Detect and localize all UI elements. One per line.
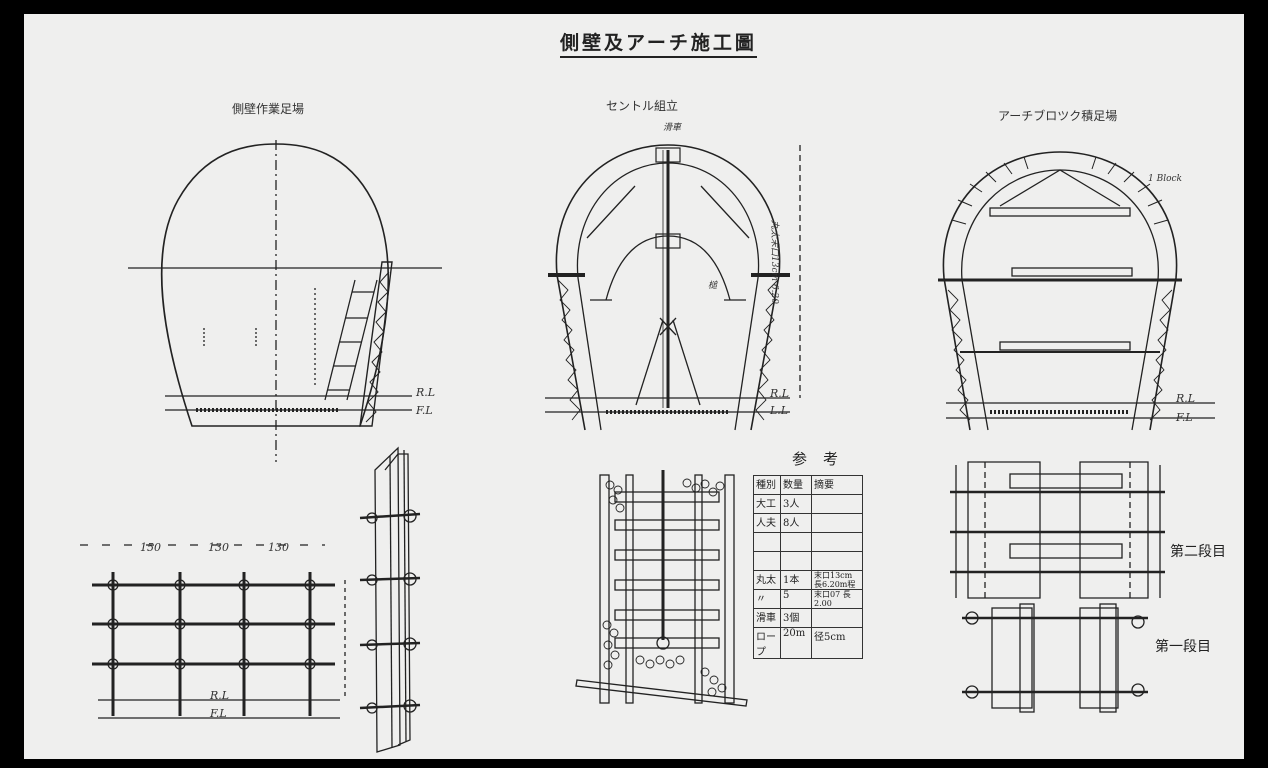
dim-3: 130 bbox=[268, 541, 289, 554]
center-side-note: 槌 bbox=[708, 281, 718, 291]
dim-1: 150 bbox=[140, 541, 161, 554]
center-view-label: セントル組立 bbox=[606, 99, 679, 113]
table-cell: 末口13cm 長6.20m程 bbox=[811, 570, 863, 590]
right-fl-label: F.L bbox=[1176, 411, 1193, 424]
table-row: 〃 5 末口07 長2.00 bbox=[753, 589, 863, 609]
center-top-note: 滑車 bbox=[663, 123, 682, 133]
table-cell: 滑車 bbox=[753, 608, 781, 628]
reference-heading: 参考 bbox=[792, 450, 855, 468]
first-stage-label: 第一段目 bbox=[1155, 639, 1211, 655]
center-rl-label: R.L bbox=[770, 387, 790, 400]
right-view-label: アーチブロツク積足場 bbox=[998, 109, 1118, 123]
table-cell: ロープ bbox=[753, 627, 781, 659]
left-tunnel-section bbox=[128, 140, 442, 462]
scaffold-elevation bbox=[80, 544, 346, 719]
left-view-label: 側壁作業足場 bbox=[232, 102, 305, 116]
table-cell: 大工 bbox=[753, 494, 781, 514]
table-cell bbox=[811, 532, 863, 552]
table-cell bbox=[753, 551, 781, 571]
drawing-title: 側壁及アーチ施工圖 bbox=[560, 34, 757, 58]
table-header-row: 種別 数量 摘要 bbox=[753, 475, 863, 495]
center-tunnel-section bbox=[545, 144, 801, 431]
table-cell: 丸太 bbox=[753, 570, 781, 590]
table-cell bbox=[780, 551, 812, 571]
table-cell: 径5cm bbox=[811, 627, 863, 659]
table-cell bbox=[811, 608, 863, 628]
table-cell bbox=[753, 532, 781, 552]
table-cell: 末口07 長2.00 bbox=[811, 589, 863, 609]
table-row bbox=[753, 532, 863, 552]
table-row: 大工 3人 bbox=[753, 494, 863, 514]
table-header-cell: 種別 bbox=[753, 475, 781, 495]
table-cell bbox=[811, 494, 863, 514]
dim-2: 130 bbox=[208, 541, 229, 554]
table-cell: 20m bbox=[780, 627, 812, 659]
table-row: 滑車 3個 bbox=[753, 608, 863, 628]
table-cell: 8人 bbox=[780, 513, 812, 533]
right-rl-label: R.L bbox=[1176, 392, 1196, 405]
table-cell: 人夫 bbox=[753, 513, 781, 533]
center-height-note: 丸太末口13cm 6.20 bbox=[769, 220, 779, 304]
table-row bbox=[753, 551, 863, 571]
table-cell bbox=[811, 513, 863, 533]
right-block-note: 1 Block bbox=[1148, 174, 1182, 184]
table-cell: 3個 bbox=[780, 608, 812, 628]
table-cell: 1本 bbox=[780, 570, 812, 590]
table-row: 丸太 1本 末口13cm 長6.20m程 bbox=[753, 570, 863, 590]
table-cell: 〃 bbox=[753, 589, 781, 609]
scaffold-fl-label: F.L bbox=[210, 707, 227, 720]
table-header-cell: 数量 bbox=[780, 475, 812, 495]
drawing-sheet bbox=[24, 14, 1244, 759]
stage-plans bbox=[950, 461, 1165, 713]
table-row: 人夫 8人 bbox=[753, 513, 863, 533]
center-fl-label: L.L bbox=[770, 404, 789, 417]
table-header-cell: 摘要 bbox=[811, 475, 863, 495]
table-cell: 5 bbox=[780, 589, 812, 609]
scaffold-side-view bbox=[359, 446, 421, 753]
table-cell: 3人 bbox=[780, 494, 812, 514]
table-cell bbox=[780, 532, 812, 552]
centering-plan-view bbox=[575, 470, 748, 707]
left-rl-label: R.L bbox=[416, 386, 436, 399]
right-tunnel-section bbox=[938, 151, 1215, 431]
reference-table: 種別 数量 摘要 大工 3人 人夫 8人 丸太 1本 末口13cm 長6.20m… bbox=[753, 475, 863, 659]
scaffold-rl-label: R.L bbox=[210, 689, 230, 702]
second-stage-label: 第二段目 bbox=[1170, 544, 1226, 560]
table-row: ロープ 20m 径5cm bbox=[753, 627, 863, 659]
left-fl-label: F.L bbox=[416, 404, 433, 417]
table-cell bbox=[811, 551, 863, 571]
